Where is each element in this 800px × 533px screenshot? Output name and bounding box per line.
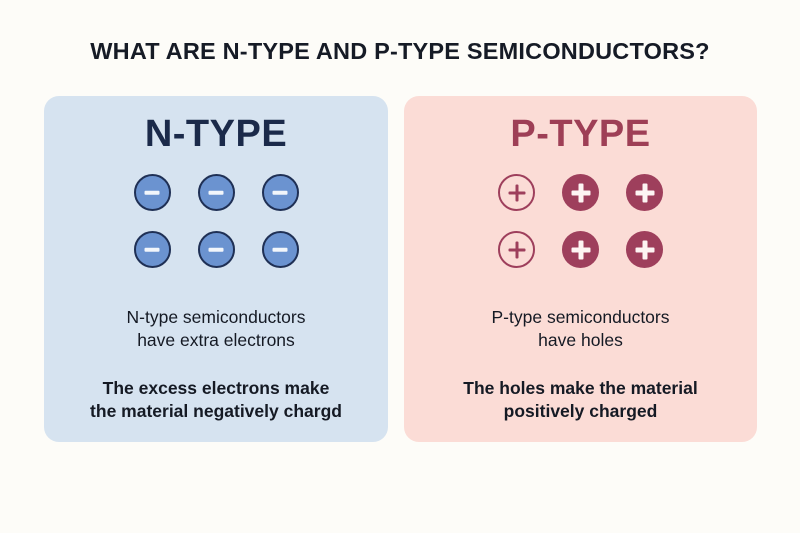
hole-outline-icon (498, 231, 535, 268)
plus-bar-vertical (642, 183, 647, 202)
hole-grid (404, 174, 757, 268)
minus-bar (144, 247, 160, 252)
plus-bar-vertical (578, 240, 583, 259)
plus-bar-vertical (642, 240, 647, 259)
electron-grid (44, 174, 388, 268)
hole-row (498, 174, 663, 211)
panel-p-type-heading: P-TYPE (510, 113, 651, 155)
hole-filled-icon (562, 231, 599, 268)
minus-bar (272, 190, 288, 195)
electron-icon (197, 174, 235, 211)
minus-bar (272, 247, 288, 252)
electron-icon (197, 231, 235, 268)
electron-row (133, 231, 299, 268)
panel-n-type-heading: N-TYPE (144, 113, 288, 155)
panel-p-type: P-TYPE (404, 96, 757, 442)
n-type-description-secondary: The excess electrons make the material n… (90, 378, 342, 422)
n-type-description-primary: N-type semiconductors have extra electro… (126, 307, 306, 351)
p-type-description-primary: P-type semiconductors have holes (491, 307, 670, 351)
hole-outline-icon (498, 174, 535, 211)
plus-bar-vertical (515, 184, 518, 201)
minus-bar (208, 247, 224, 252)
electron-icon (261, 231, 299, 268)
minus-bar (208, 190, 224, 195)
electron-row (133, 174, 299, 211)
hole-filled-icon (562, 174, 599, 211)
plus-bar-vertical (578, 183, 583, 202)
p-type-description-secondary: The holes make the material positively c… (463, 378, 698, 422)
electron-icon (133, 174, 171, 211)
electron-icon (133, 231, 171, 268)
electron-icon (261, 174, 299, 211)
hole-filled-icon (626, 231, 663, 268)
hole-filled-icon (626, 174, 663, 211)
panel-n-type: N-TYPE (44, 96, 388, 442)
minus-bar (144, 190, 160, 195)
hole-row (498, 231, 663, 268)
page-title: WHAT ARE N-TYPE AND P-TYPE SEMICONDUCTOR… (90, 38, 710, 64)
plus-bar-vertical (515, 241, 518, 258)
